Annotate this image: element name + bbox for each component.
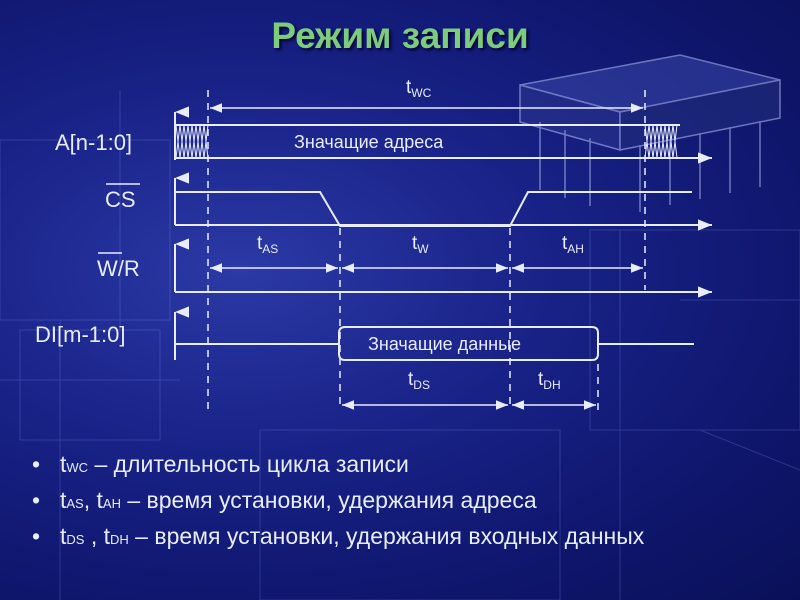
label-tas: tAS bbox=[257, 233, 278, 256]
address-hatch-right bbox=[644, 124, 678, 159]
signal-label-wr: W/R bbox=[97, 256, 140, 281]
signal-label-di: DI[m-1:0] bbox=[35, 322, 125, 347]
label-twc: tWC bbox=[406, 77, 432, 100]
label-tdh: tDH bbox=[538, 369, 561, 392]
definitions-list: tWC – длительность цикла записи tAS, tAH… bbox=[32, 450, 732, 558]
bullet-tds-tdh: tDS , tDH – время установки, удержания в… bbox=[32, 522, 732, 554]
slide-title: Режим записи bbox=[271, 15, 529, 56]
bullet-twc: tWC – длительность цикла записи bbox=[32, 450, 732, 482]
address-box-label: Значащие адреса bbox=[294, 132, 444, 152]
timing-diagram: A[n-1:0] CS W/R DI[m-1:0] bbox=[35, 77, 712, 410]
chip-image bbox=[519, 54, 781, 212]
signal-label-address: A[n-1:0] bbox=[55, 130, 132, 155]
label-tw: tW bbox=[412, 233, 429, 256]
cs-waveform bbox=[175, 191, 692, 227]
label-tds: tDS bbox=[408, 369, 430, 392]
label-tah: tAH bbox=[562, 233, 584, 256]
signal-label-cs: CS bbox=[105, 187, 136, 212]
address-hatch-left bbox=[175, 124, 209, 159]
bullet-tas-tah: tAS, tAH – время установки, удержания ад… bbox=[32, 486, 732, 518]
data-box-label: Значащие данные bbox=[368, 334, 521, 354]
data-valid-box bbox=[338, 326, 599, 361]
